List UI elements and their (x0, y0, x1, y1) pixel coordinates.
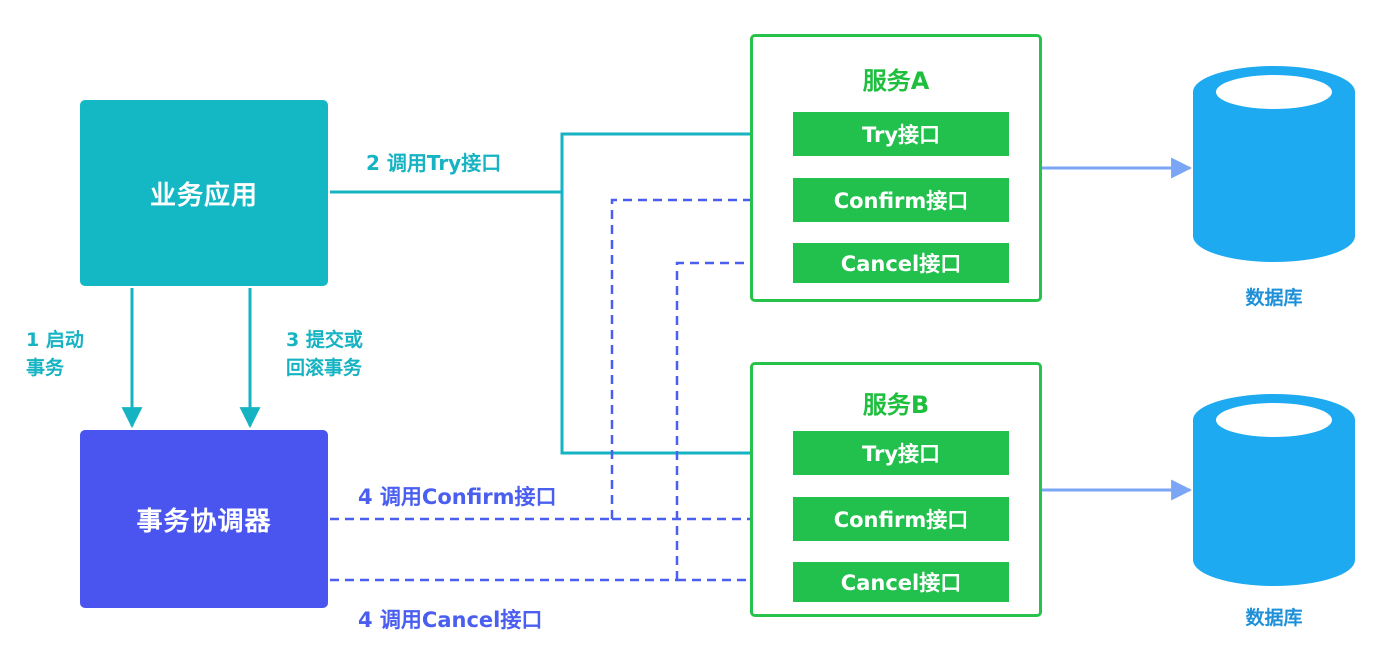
database-a-label: 数据库 (1245, 287, 1303, 309)
service-b-title: 服务B (862, 391, 930, 419)
service-b-cancel-interface: Cancel接口 (793, 562, 1009, 602)
service-b-try-interface: Try接口 (793, 431, 1009, 475)
transaction-coordinator-node: 事务协调器 (80, 430, 328, 608)
service-b-confirm-interface: Confirm接口 (793, 497, 1009, 541)
database-b-icon (1193, 394, 1355, 586)
service-a-try-interface: Try接口 (793, 112, 1009, 156)
edge-call-try-a (560, 123, 791, 192)
edge-label-start-transaction: 1 启动 事务 (26, 329, 84, 379)
edge-label-commit-rollback: 3 提交或 回滚事务 (286, 329, 363, 379)
database-a-icon (1193, 66, 1355, 262)
edge-label-call-cancel: 4 调用Cancel接口 (358, 608, 543, 632)
edge-call-try-b (560, 192, 791, 464)
business-app-label: 业务应用 (149, 180, 258, 211)
coordinator-label: 事务协调器 (136, 506, 272, 537)
edge-label-call-confirm: 4 调用Confirm接口 (358, 485, 557, 509)
service-a-cancel-interface: Cancel接口 (793, 243, 1009, 283)
edge-call-confirm-a (610, 191, 790, 519)
edge-label-call-try: 2 调用Try接口 (366, 151, 502, 175)
service-a-confirm-interface: Confirm接口 (793, 178, 1009, 222)
business-app-node: 业务应用 (80, 100, 328, 286)
service-a-title: 服务A (862, 67, 930, 95)
database-b-label: 数据库 (1245, 607, 1303, 629)
